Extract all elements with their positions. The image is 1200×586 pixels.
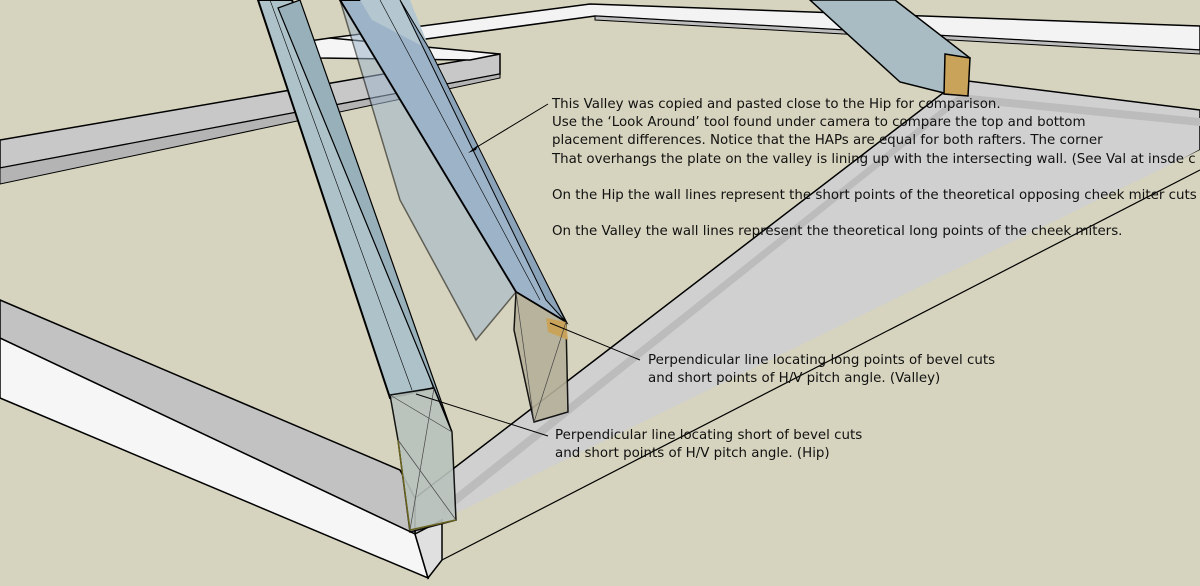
- annotation-spacer: [552, 169, 1197, 187]
- annotation-line: Perpendicular line locating short of bev…: [555, 428, 863, 443]
- annotation-line: Use the ‘Look Around’ tool found under c…: [552, 115, 1086, 131]
- annotation-line: That overhangs the plate on the valley i…: [552, 151, 1196, 167]
- annotation-line: On the Hip the wall lines represent the …: [552, 187, 1197, 203]
- valley-annotation: Perpendicular line locating long points …: [648, 352, 995, 388]
- upper-rafter: [808, 0, 971, 97]
- back-wall-plate: [329, 3, 1200, 55]
- annotation-line: placement differences. Notice that the H…: [552, 133, 1103, 149]
- annotation-line: Perpendicular line locating long points …: [648, 353, 996, 368]
- annotation-spacer: [552, 205, 1197, 223]
- annotation-line: and short points of H/V pitch angle. (Va…: [648, 371, 941, 387]
- main-annotation: This Valley was copied and pasted close …: [552, 96, 1197, 242]
- leader-lines: [415, 103, 641, 437]
- annotation-line: and short points of H/V pitch angle. (Hi…: [555, 446, 830, 462]
- front-wall-plate: [0, 299, 443, 580]
- right-wall-plate: [414, 79, 1200, 586]
- hip-rafter: [256, 0, 457, 533]
- hip-annotation: Perpendicular line locating short of bev…: [555, 427, 862, 463]
- valley-rafter: [338, 0, 569, 423]
- annotation-line: On the Valley the wall lines represent t…: [552, 224, 1123, 240]
- annotation-line: This Valley was copied and pasted close …: [552, 97, 1001, 112]
